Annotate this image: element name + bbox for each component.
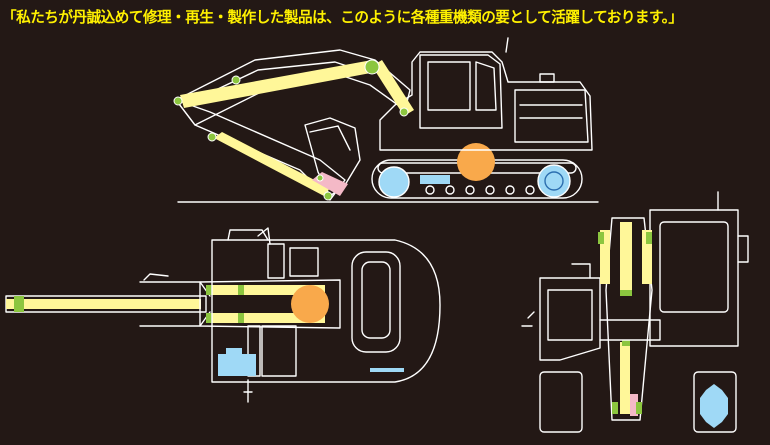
sprocket-rear	[537, 164, 571, 198]
cab-top	[351, 251, 401, 353]
swivel-joint-front	[700, 384, 728, 428]
cab-front	[649, 209, 739, 347]
bucket-cylinder-front	[620, 342, 630, 414]
top-view	[5, 227, 441, 403]
engine-hood	[514, 89, 589, 143]
boom-cylinder-top-2	[210, 313, 325, 323]
front-pivots	[598, 232, 652, 414]
arm-cylinder-side	[214, 132, 330, 196]
mirror-front	[737, 235, 749, 263]
ladder-top	[243, 379, 253, 403]
side-pivots	[173, 59, 409, 201]
bucket-inner	[309, 125, 351, 151]
hydraulic-tank	[289, 247, 319, 277]
swing-bearing-side	[457, 143, 495, 181]
boom-cylinder-top-1	[210, 285, 325, 295]
cab-window	[427, 61, 471, 111]
boom-cylinder-side	[180, 60, 376, 108]
bucket-cylinder-side	[372, 60, 414, 116]
idler-wheel-front	[378, 166, 410, 198]
track-left-front	[539, 371, 583, 433]
cooling-unit	[218, 354, 256, 376]
front-view	[521, 191, 749, 433]
swing-frame-front	[599, 319, 661, 341]
arm-cylinder-top	[6, 299, 201, 309]
cab	[419, 54, 503, 129]
track-frame-seal	[420, 175, 450, 184]
track-rollers	[425, 185, 535, 195]
track-right-front	[693, 371, 737, 433]
cab-side-window	[475, 61, 497, 111]
boom-cylinder-front-right	[642, 230, 652, 284]
side-hydraulic-cylinders	[180, 60, 414, 196]
upper-body-top	[211, 239, 441, 383]
exhaust	[539, 73, 555, 83]
tank-top	[267, 243, 285, 279]
antenna	[505, 37, 509, 53]
swing-bearing-top	[291, 285, 329, 323]
caption-text: 「私たちが丹誠込めて修理・再生・製作した製品は、このように各種重機類の要として活…	[2, 9, 683, 26]
boom-top	[199, 279, 341, 329]
step-top	[370, 368, 404, 372]
side-view	[173, 37, 599, 203]
arm-cylinder-front	[620, 222, 632, 294]
engine-room-top	[261, 325, 297, 377]
boom-front	[605, 217, 653, 421]
mirror-top	[257, 227, 271, 245]
handrail-front	[521, 311, 535, 327]
boom-cylinder-front-left	[600, 230, 610, 284]
upper-structure	[379, 51, 593, 151]
seal-front	[630, 394, 638, 416]
